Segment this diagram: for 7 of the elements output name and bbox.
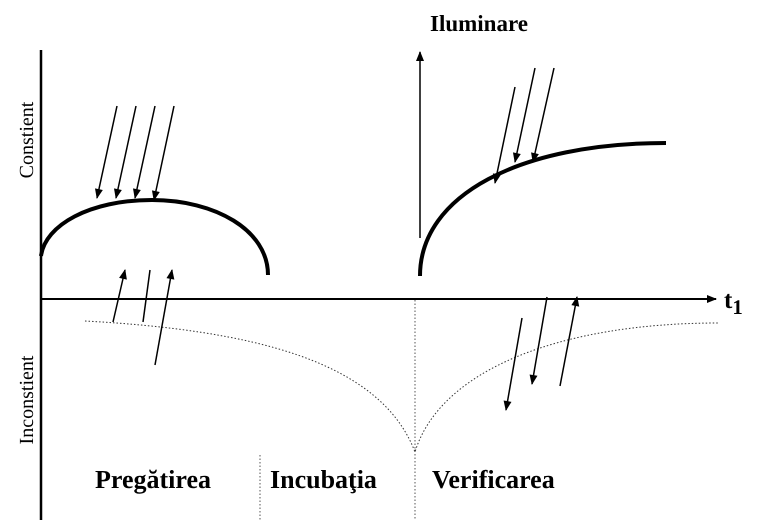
axis-label: Constient <box>17 102 37 178</box>
axis-label: Inconstient <box>17 356 37 444</box>
phase-label: Incubaţia <box>270 467 377 493</box>
phase-label: Pregătirea <box>95 467 211 493</box>
phase-label: Verificarea <box>432 467 555 493</box>
axis-label: t$_{1}$ <box>724 288 743 318</box>
peak-label: Iluminare <box>430 12 528 35</box>
